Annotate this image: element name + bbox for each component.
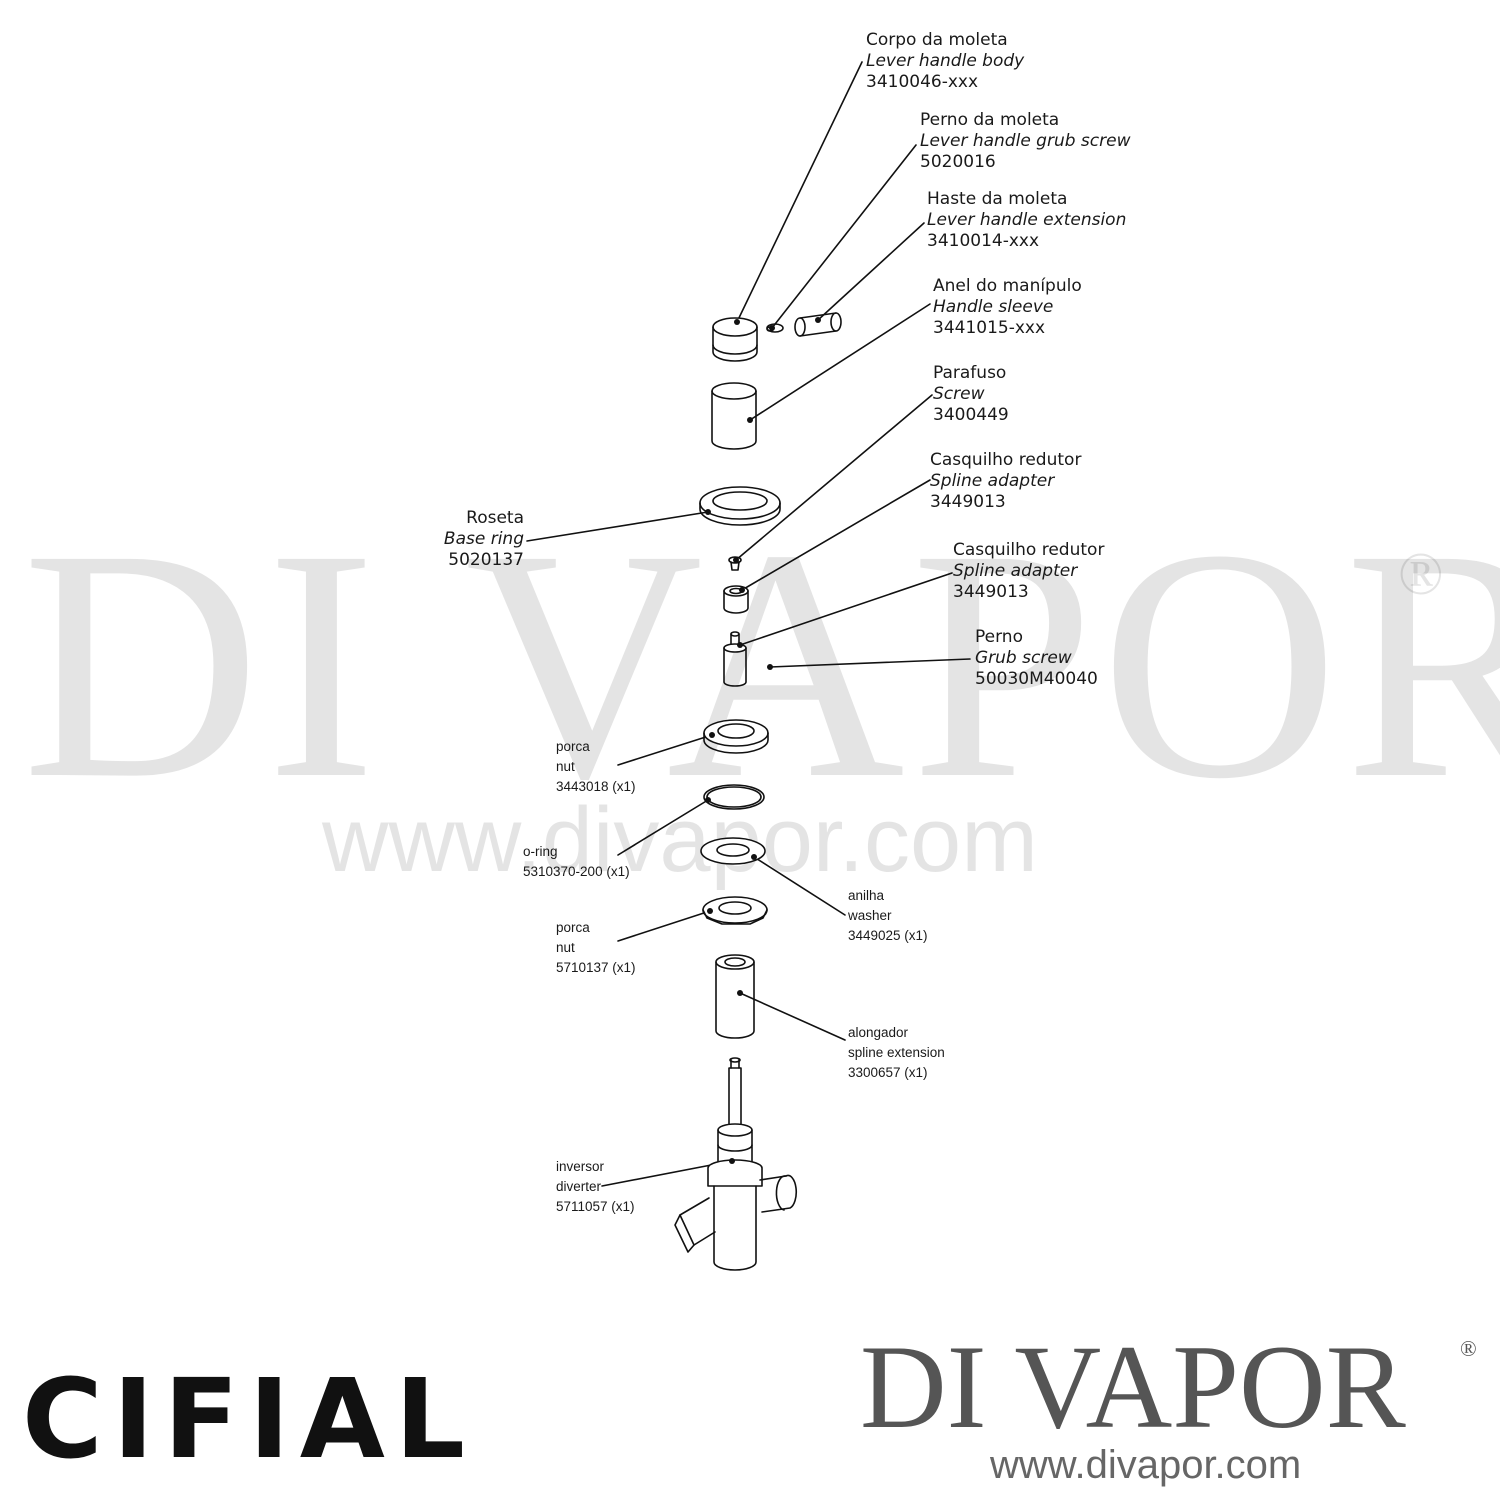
label-washer: anilha washer 3449025 (x1) bbox=[848, 888, 928, 943]
label-nut-1: porca nut 3443018 (x1) bbox=[556, 739, 636, 794]
divapor-logo: DI VAPOR bbox=[860, 1320, 1406, 1453]
lever-extension-part bbox=[794, 312, 842, 337]
label-lever-grub-screw: Perno da moleta Lever handle grub screw … bbox=[920, 110, 1131, 172]
handle-sleeve-part bbox=[711, 382, 757, 450]
divapor-url: www.divapor.com bbox=[990, 1443, 1302, 1487]
lever-handle-body-part bbox=[712, 317, 758, 362]
watermark-registered-mark: ® bbox=[1398, 541, 1444, 607]
watermark-url: www.divapor.com bbox=[322, 789, 1038, 891]
nut-1-part bbox=[703, 719, 769, 754]
diverter-part bbox=[674, 1057, 798, 1271]
label-spline-adapter-2: Casquilho redutor Spline adapter 3449013 bbox=[953, 540, 1105, 602]
o-ring-part bbox=[703, 784, 765, 810]
base-ring-part bbox=[699, 486, 781, 526]
label-nut-2: porca nut 5710137 (x1) bbox=[556, 920, 636, 975]
spline-extension-part bbox=[715, 954, 755, 1039]
leader-lines bbox=[526, 61, 971, 1187]
label-lever-extension: Haste da moleta Lever handle extension 3… bbox=[927, 189, 1127, 251]
washer-part bbox=[700, 837, 766, 865]
label-lever-handle-body: Corpo da moleta Lever handle body 341004… bbox=[866, 30, 1025, 92]
label-spline-adapter-1: Casquilho redutor Spline adapter 3449013 bbox=[930, 450, 1082, 512]
watermark-text: DI VAPOR bbox=[22, 482, 1500, 847]
spline-adapter-stem-part bbox=[723, 631, 747, 687]
nut-2-part bbox=[702, 896, 768, 925]
label-handle-sleeve: Anel do manípulo Handle sleeve 3441015-x… bbox=[933, 276, 1082, 338]
cifial-logo: CIFIAL bbox=[22, 1355, 475, 1483]
watermark-logo: DI VAPOR bbox=[22, 500, 1500, 830]
label-perno: Perno Grub screw 50030M40040 bbox=[975, 627, 1098, 689]
label-screw: Parafuso Screw 3400449 bbox=[933, 363, 1009, 425]
label-spline-extension: alongador spline extension 3300657 (x1) bbox=[848, 1025, 945, 1080]
label-o-ring: o-ring 5310370-200 (x1) bbox=[523, 844, 630, 879]
label-base-ring: Roseta Base ring 5020137 bbox=[443, 508, 524, 570]
label-diverter: inversor diverter 5711057 (x1) bbox=[556, 1159, 635, 1214]
divapor-registered-mark: ® bbox=[1460, 1336, 1477, 1361]
leader-dots bbox=[705, 317, 821, 1164]
